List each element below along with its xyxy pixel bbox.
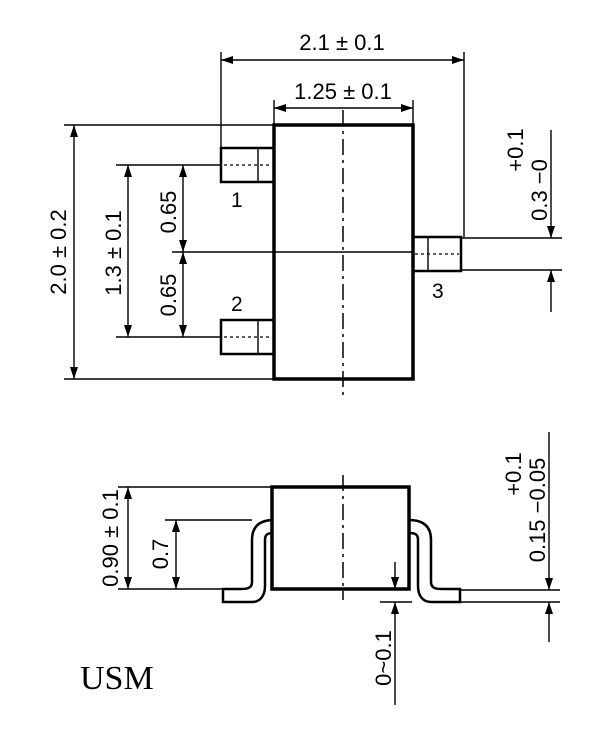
dim-pin-pitch-lower: 0.65 xyxy=(156,274,181,317)
lead-pin-1 xyxy=(219,146,276,184)
dim-standoff: 0~0.1 xyxy=(371,630,396,686)
dim-lead-width-tol: +0.1 xyxy=(503,128,528,171)
dim-pin-pitch-total: 1.3 ± 0.1 xyxy=(101,210,126,295)
lead-pin-2 xyxy=(219,318,276,356)
pin-label-1: 1 xyxy=(231,189,243,212)
dim-overall-width: 2.1 ± 0.1 xyxy=(299,30,384,55)
dim-pin-pitch-upper: 0.65 xyxy=(156,191,181,234)
dim-overall-length: 2.0 ± 0.2 xyxy=(46,209,71,294)
dim-lead-thickness-tol: +0.1 xyxy=(501,452,526,495)
side-body-outline xyxy=(270,485,411,591)
dim-lead-thickness-base: 0.15 −0.05 xyxy=(525,458,550,563)
dim-lead-width-base: 0.3 −0 xyxy=(527,159,552,221)
dim-body-width: 1.25 ± 0.1 xyxy=(294,79,392,104)
lead-pin-3 xyxy=(411,235,463,273)
pin-label-3: 3 xyxy=(432,280,444,303)
side-view: 0.90 ± 0.1 0.7 0~0.1 +0.1 0.15 −0.05 xyxy=(98,432,560,705)
pin-label-2: 2 xyxy=(231,293,243,316)
top-view: 2.1 ± 0.1 1.25 ± 0.1 2.0 ± 0.2 1.3 ± 0.1… xyxy=(46,30,562,395)
package-name-label: USM xyxy=(80,660,154,697)
dim-body-height: 0.7 xyxy=(148,539,173,570)
dim-total-height: 0.90 ± 0.1 xyxy=(98,489,123,587)
side-lead-left xyxy=(221,518,276,604)
side-lead-right xyxy=(407,518,462,604)
